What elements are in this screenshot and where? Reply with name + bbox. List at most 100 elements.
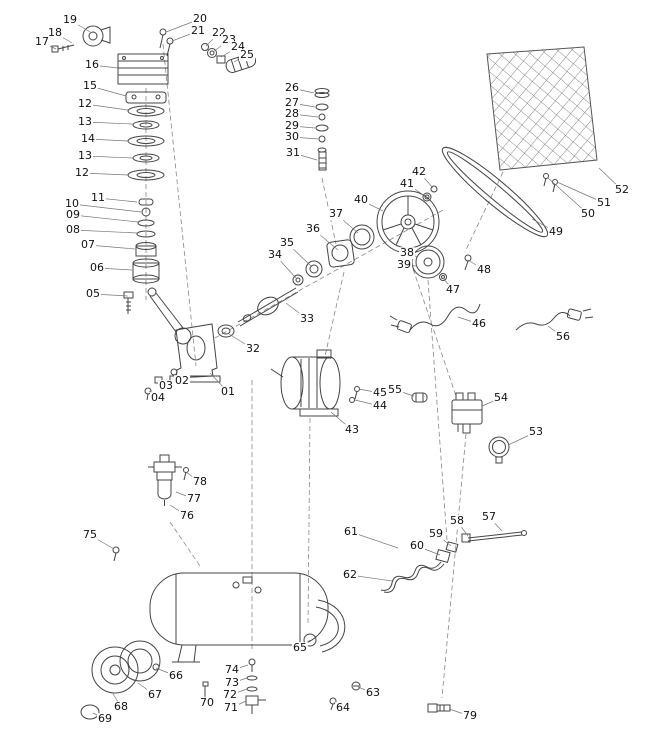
air-tank — [149, 572, 329, 663]
leader-line-13 — [84, 155, 134, 159]
leader-line-66 — [155, 667, 177, 677]
leader-line-18 — [54, 32, 73, 44]
pipe-57-58 — [461, 530, 527, 543]
bolt-64 — [329, 697, 337, 711]
leader-line-44 — [354, 399, 381, 407]
motor-bolts-44-45 — [349, 386, 360, 403]
leader-line-43 — [330, 411, 353, 431]
screws-20-21 — [159, 28, 174, 57]
connecting-rod — [147, 287, 192, 345]
leader-line-59 — [435, 533, 452, 547]
seal-ring-37 — [349, 224, 375, 250]
leader-line-08 — [72, 229, 138, 234]
leader-line-57 — [488, 516, 503, 532]
valve-plate-15 — [125, 91, 167, 104]
flywheel-bolt-41-42 — [422, 185, 438, 202]
leader-line-74 — [231, 664, 249, 671]
leader-line-19 — [69, 19, 91, 33]
construction-lines — [145, 43, 504, 699]
leader-line-63 — [357, 686, 374, 694]
leader-line-31 — [292, 152, 318, 161]
leader-line-60 — [416, 545, 441, 556]
leader-line-68 — [111, 691, 122, 708]
pressure-switch-54 — [451, 392, 483, 434]
belt-pulley-38-39 — [411, 245, 445, 279]
leader-line-10 — [71, 203, 142, 213]
plug-63 — [351, 681, 361, 691]
leader-line-32 — [228, 333, 254, 350]
leader-line-29 — [291, 125, 316, 129]
filter-regulator-76-77 — [148, 454, 182, 506]
leader-line-55 — [394, 389, 415, 397]
bearing-32 — [217, 324, 235, 338]
bolt-05 — [123, 291, 134, 314]
tank-end-cap-65 — [303, 633, 317, 647]
hose-fittings-59-60 — [435, 541, 459, 563]
hubcap-69 — [80, 704, 100, 720]
leader-line-50 — [547, 177, 589, 215]
hose-62 — [380, 561, 445, 593]
cooler-grid — [486, 46, 598, 171]
leader-line-45 — [358, 388, 381, 394]
leader-line-64 — [333, 701, 344, 709]
leader-line-71 — [230, 700, 247, 709]
leader-line-62 — [349, 574, 393, 582]
bolts-50-51 — [543, 173, 558, 193]
leader-line-23 — [212, 39, 230, 53]
leader-line-20 — [165, 18, 201, 33]
fittings-22-23-24 — [201, 43, 226, 64]
leader-line-47 — [442, 277, 454, 291]
crankcase-bracket-01 — [169, 323, 221, 383]
leader-line-04 — [148, 390, 159, 399]
leader-line-72 — [229, 688, 248, 696]
leader-line-12 — [81, 172, 129, 176]
leader-line-56 — [547, 325, 564, 338]
piston-07 — [135, 242, 157, 257]
leader-line-52 — [598, 167, 623, 191]
leader-line-39 — [403, 264, 418, 267]
capacitor-55 — [411, 392, 428, 403]
leader-line-28 — [291, 113, 319, 118]
leader-line-07 — [87, 244, 136, 250]
check-valve-parts-26-31 — [314, 88, 330, 171]
leader-line-14 — [87, 138, 129, 142]
leader-line-15 — [89, 85, 127, 97]
leader-line-22 — [205, 32, 220, 47]
fitting-79 — [427, 703, 451, 713]
bolt-17-18 — [51, 44, 75, 53]
leader-line-41 — [406, 183, 426, 197]
leader-line-12 — [84, 103, 129, 111]
regulator-bolt-78 — [183, 467, 189, 481]
leader-line-54 — [481, 397, 502, 407]
leader-line-61 — [350, 531, 399, 549]
pulley-small — [82, 25, 111, 47]
piston-parts-08-11 — [136, 198, 156, 238]
leader-line-26 — [291, 87, 315, 94]
power-cable-46 — [389, 303, 481, 334]
leader-line-27 — [291, 102, 316, 108]
leader-line-21 — [171, 30, 199, 42]
bearing-plate-36 — [326, 239, 355, 268]
bearing-35 — [305, 260, 323, 278]
leader-line-16 — [91, 64, 119, 69]
leader-line-76 — [169, 504, 188, 517]
crankshaft-33 — [237, 287, 299, 327]
leader-line-73 — [231, 677, 248, 684]
cylinder-sleeve-06 — [132, 258, 160, 284]
motor-43 — [270, 349, 341, 417]
gasket-stack-12-13-14 — [127, 105, 165, 181]
leader-line-36 — [312, 228, 339, 251]
leader-line-79 — [448, 708, 471, 717]
leader-line-78 — [185, 471, 201, 483]
leader-line-75 — [89, 534, 115, 550]
tank-handle — [315, 599, 346, 653]
leader-line-35 — [286, 242, 313, 268]
bolt-48 — [464, 254, 472, 271]
bolt-75 — [112, 546, 120, 562]
leader-line-67 — [137, 682, 156, 696]
leader-line-53 — [507, 431, 537, 446]
leader-line-48 — [467, 259, 485, 271]
leader-line-06 — [96, 267, 133, 271]
